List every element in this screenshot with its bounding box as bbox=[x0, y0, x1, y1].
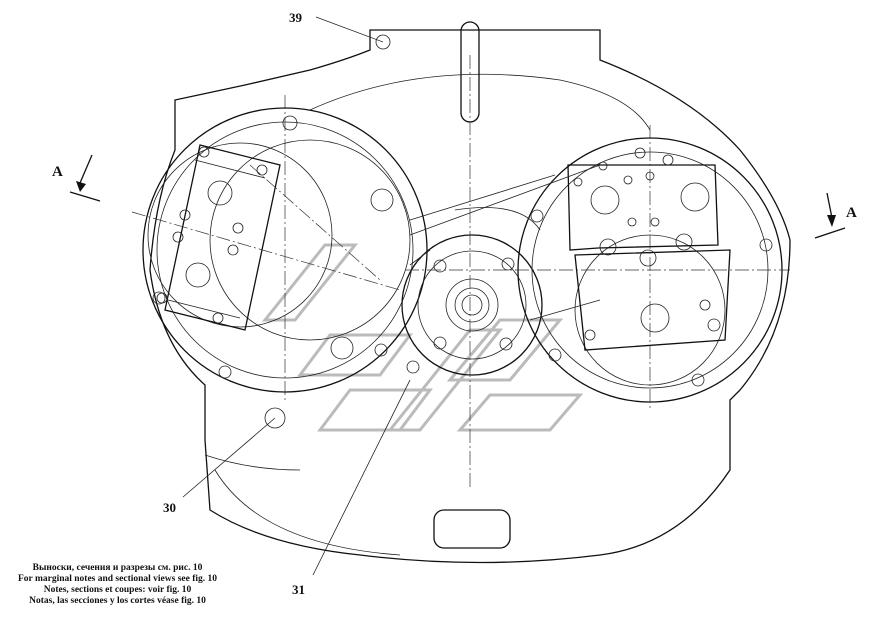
center-lines bbox=[131, 55, 790, 490]
reference-notes: Выноски, сечения и разрезы см. рис. 10 F… bbox=[0, 563, 235, 607]
section-mark-right: A bbox=[846, 205, 857, 221]
callout-30: 30 bbox=[163, 500, 176, 515]
note-fr: Notes, sections et coupes: voir fig. 10 bbox=[43, 585, 192, 595]
section-mark-left: A bbox=[52, 164, 63, 180]
note-es: Notas, las secciones y los cortes véase … bbox=[29, 596, 206, 606]
leader-lines bbox=[182, 16, 411, 576]
callout-31: 31 bbox=[292, 582, 305, 597]
section-arrows bbox=[69, 154, 846, 239]
note-en: For marginal notes and sectional views s… bbox=[17, 574, 218, 584]
note-ru: Выноски, сечения и разрезы см. рис. 10 bbox=[32, 563, 203, 573]
callout-39: 39 bbox=[289, 10, 303, 25]
connecting-lines bbox=[409, 164, 601, 321]
right-cover-plate bbox=[567, 147, 731, 351]
watermark-logo bbox=[261, 243, 584, 432]
center-hub bbox=[401, 234, 543, 376]
left-cover-plate bbox=[152, 115, 394, 379]
